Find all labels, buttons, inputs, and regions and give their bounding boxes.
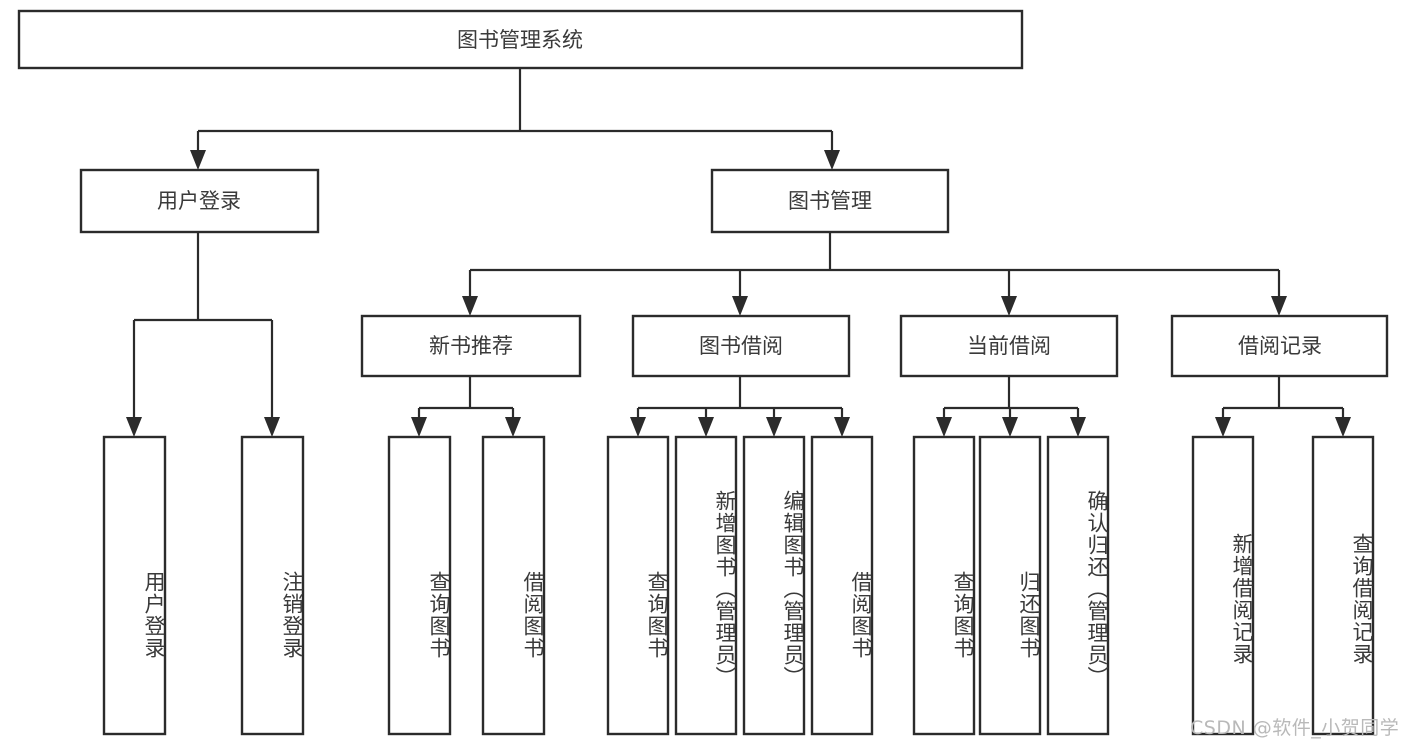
- csdn-watermark: CSDN @软件_小贺同学: [1190, 717, 1400, 739]
- arrowhead-leaf-add-book: [698, 417, 714, 437]
- arrowhead-new-book-rec: [462, 296, 478, 316]
- arrowhead-leaf-add-record: [1215, 417, 1231, 437]
- node-leaf-borrow-book-2[interactable]: [810, 435, 874, 736]
- arrowhead-book-borrow: [732, 296, 748, 316]
- arrowhead-leaf-user-logout: [264, 417, 280, 437]
- node-leaf-user-logout[interactable]: [240, 435, 305, 736]
- arrowhead-leaf-query-record: [1335, 417, 1351, 437]
- arrowhead-book-manage: [824, 150, 840, 170]
- node-leaf-query-book-2[interactable]: [606, 435, 670, 736]
- nodes-group: 图书管理系统 用户登录 图书管理 新书推荐 图书借阅 当前借阅 借阅记录: [17, 9, 1389, 736]
- node-leaf-add-book[interactable]: [674, 435, 738, 736]
- node-leaf-query-record[interactable]: [1311, 435, 1375, 736]
- node-new-book-rec-label: 新书推荐: [429, 334, 513, 358]
- node-borrow-record-label: 借阅记录: [1238, 334, 1322, 358]
- node-borrow-record[interactable]: [1170, 314, 1389, 378]
- node-leaf-query-book-3[interactable]: [912, 435, 976, 736]
- node-user-login[interactable]: [79, 168, 320, 234]
- node-leaf-edit-book[interactable]: [742, 435, 806, 736]
- arrowhead-leaf-borrow-book-2: [834, 417, 850, 437]
- arrowhead-borrow-record: [1271, 296, 1287, 316]
- arrowhead-leaf-edit-book: [766, 417, 782, 437]
- arrowhead-leaf-user-login: [126, 417, 142, 437]
- node-root[interactable]: [17, 9, 1024, 70]
- node-root-label: 图书管理系统: [457, 28, 583, 52]
- arrowhead-leaf-confirm-return: [1070, 417, 1086, 437]
- node-leaf-borrow-book-1[interactable]: [481, 435, 546, 736]
- node-leaf-add-record[interactable]: [1191, 435, 1255, 736]
- arrowhead-leaf-query-book-3: [936, 417, 952, 437]
- node-current-borrow-label: 当前借阅: [967, 334, 1051, 358]
- arrowhead-leaf-query-book-1: [411, 417, 427, 437]
- node-book-manage-label: 图书管理: [788, 189, 872, 213]
- node-new-book-rec[interactable]: [360, 314, 582, 378]
- node-leaf-confirm-return[interactable]: [1046, 435, 1110, 736]
- node-book-borrow-label: 图书借阅: [699, 334, 783, 358]
- arrowhead-leaf-return-book: [1002, 417, 1018, 437]
- arrowhead-user-login: [190, 150, 206, 170]
- arrowhead-current-borrow: [1001, 296, 1017, 316]
- node-book-manage[interactable]: [710, 168, 950, 234]
- node-leaf-query-book-1[interactable]: [387, 435, 452, 736]
- arrowhead-leaf-query-book-2: [630, 417, 646, 437]
- connectors-group: [126, 68, 1351, 437]
- node-book-borrow[interactable]: [631, 314, 851, 378]
- node-leaf-user-login[interactable]: [102, 435, 167, 736]
- node-user-login-label: 用户登录: [157, 189, 241, 213]
- arrowhead-leaf-borrow-book-1: [505, 417, 521, 437]
- node-leaf-return-book[interactable]: [978, 435, 1042, 736]
- node-current-borrow[interactable]: [899, 314, 1119, 378]
